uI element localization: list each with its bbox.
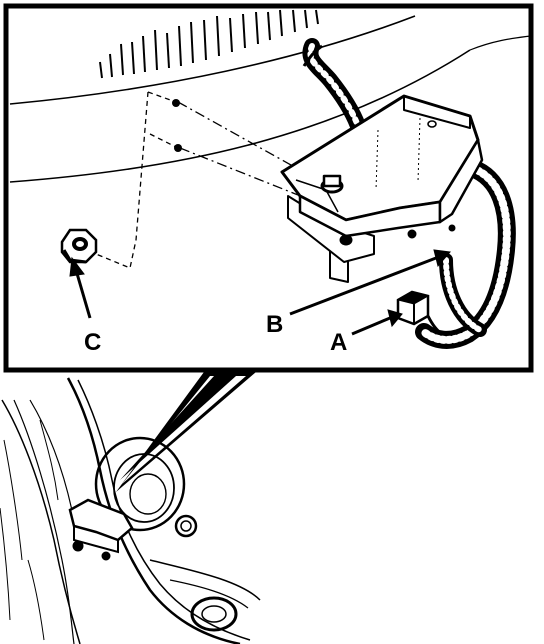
callout-label-c: C xyxy=(84,329,101,356)
overview-bracket xyxy=(68,498,134,561)
panel-edge-right xyxy=(469,35,531,51)
strut-opening xyxy=(94,436,186,532)
body-contour-outer xyxy=(1,399,81,644)
body-contour-inner xyxy=(13,399,75,644)
mounting-hole-lower xyxy=(174,144,182,152)
callout-label-a: A xyxy=(330,329,347,356)
lower-wire-harness xyxy=(415,159,516,349)
upper-wire-harness xyxy=(302,38,366,134)
module-bracket xyxy=(280,94,484,283)
zoom-pointer xyxy=(116,372,256,492)
detail-inset: C B A xyxy=(3,3,534,373)
nut-part-c xyxy=(60,228,98,264)
fender-line xyxy=(66,377,241,644)
overview-fitting xyxy=(174,514,198,538)
vehicle-overview xyxy=(0,377,261,644)
callout-label-b: B xyxy=(266,311,283,338)
leader-arrows xyxy=(69,249,451,336)
dashed-alignment-path xyxy=(95,91,179,269)
mounting-hole-upper xyxy=(172,99,180,107)
connector-part-a xyxy=(396,290,443,336)
rim-hatching xyxy=(99,9,319,79)
panel-edge-lower xyxy=(9,49,471,183)
panel-edge-upper xyxy=(9,15,416,105)
drain-hole xyxy=(190,596,238,632)
